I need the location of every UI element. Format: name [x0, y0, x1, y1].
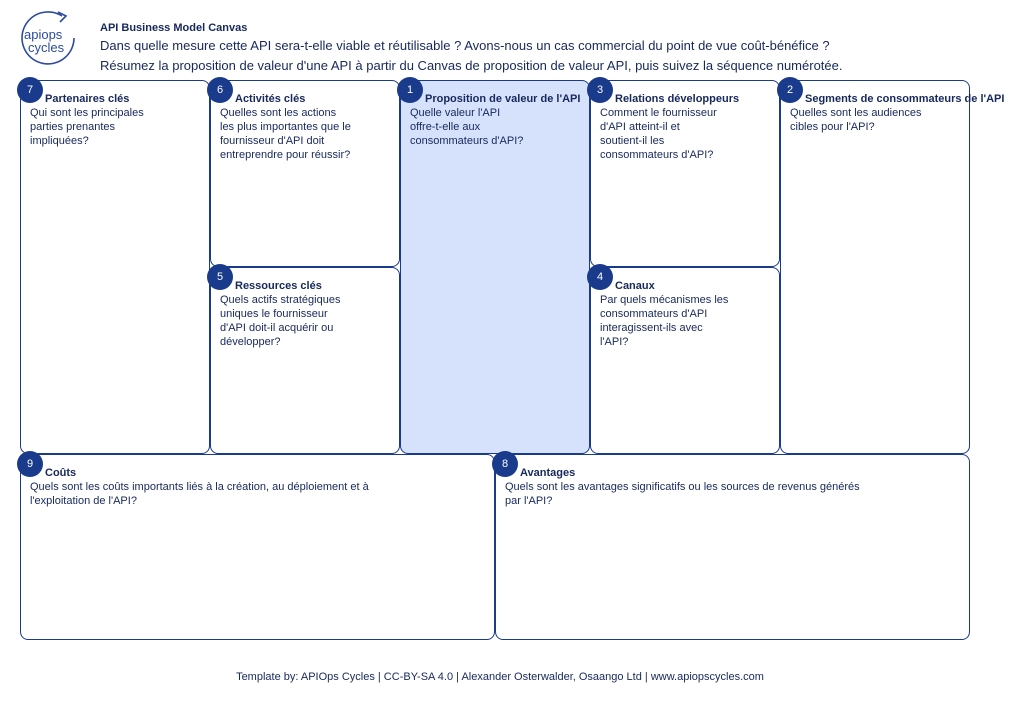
step-badge-7: 7 — [17, 77, 43, 103]
apiops-cycles-logo: apiops cycles — [21, 11, 75, 65]
box-question-partenaires-cles: Qui sont les principales parties prenant… — [30, 107, 144, 147]
template-credit-footer: Template by: APIOps Cycles | CC-BY-SA 4.… — [236, 671, 764, 683]
box-partenaires-cles[interactable] — [20, 80, 210, 454]
canvas-title: API Business Model Canvas — [100, 22, 248, 34]
box-title-activites-cles: Activités clés — [235, 93, 306, 105]
box-couts[interactable] — [20, 454, 495, 640]
step-badge-8: 8 — [492, 451, 518, 477]
canvas-subtitle-line-2: Résumez la proposition de valeur d'une A… — [100, 58, 843, 73]
box-question-segments-consommateurs: Quelles sont les audiences cibles pour l… — [790, 107, 922, 133]
box-proposition-de-valeur[interactable] — [400, 80, 590, 454]
box-canaux[interactable] — [590, 267, 780, 454]
box-activites-cles[interactable] — [210, 80, 400, 267]
step-badge-9: 9 — [17, 451, 43, 477]
box-ressources-cles[interactable] — [210, 267, 400, 454]
box-title-avantages: Avantages — [520, 467, 576, 479]
box-question-relations-developpeurs: Comment le fournisseur d'API atteint-il … — [600, 107, 717, 161]
box-title-ressources-cles: Ressources clés — [235, 280, 322, 292]
box-title-canaux: Canaux — [615, 280, 655, 292]
box-question-proposition-de-valeur: Quelle valeur l'API offre-t-elle aux con… — [410, 107, 524, 147]
box-question-activites-cles: Quelles sont les actions les plus import… — [220, 107, 351, 161]
step-badge-3: 3 — [587, 77, 613, 103]
box-title-proposition-de-valeur: Proposition de valeur de l'API — [425, 93, 581, 105]
step-badge-4: 4 — [587, 264, 613, 290]
box-segments-consommateurs[interactable] — [780, 80, 970, 454]
step-badge-2: 2 — [777, 77, 803, 103]
canvas-subtitle-line-1: Dans quelle mesure cette API sera-t-elle… — [100, 38, 830, 53]
box-title-segments-consommateurs: Segments de consommateurs de l'API — [805, 93, 1005, 105]
logo-text-line2: cycles — [28, 40, 65, 55]
box-title-relations-developpeurs: Relations développeurs — [615, 93, 740, 105]
step-badge-6: 6 — [207, 77, 233, 103]
step-badge-1: 1 — [397, 77, 423, 103]
box-question-couts: Quels sont les coûts importants liés à l… — [30, 481, 369, 507]
box-question-avantages: Quels sont les avantages significatifs o… — [505, 481, 860, 507]
logo-text-line1: apiops — [24, 27, 63, 42]
box-title-couts: Coûts — [45, 467, 77, 479]
box-avantages[interactable] — [495, 454, 970, 640]
box-question-canaux: Par quels mécanismes les consommateurs d… — [600, 294, 729, 348]
step-badge-5: 5 — [207, 264, 233, 290]
box-question-ressources-cles: Quels actifs stratégiques uniques le fou… — [220, 294, 341, 348]
box-relations-developpeurs[interactable] — [590, 80, 780, 267]
box-title-partenaires-cles: Partenaires clés — [45, 93, 130, 105]
